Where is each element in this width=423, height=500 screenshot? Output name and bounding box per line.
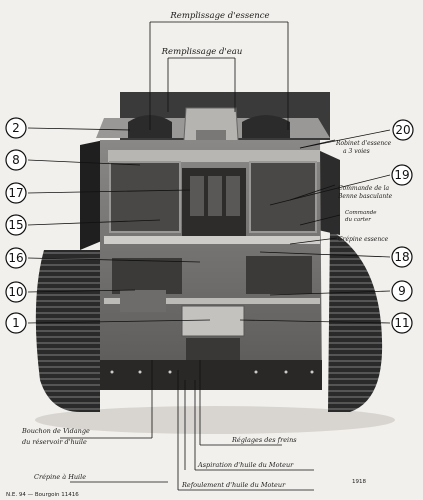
svg-text:20: 20 bbox=[395, 123, 410, 137]
svg-text:19: 19 bbox=[394, 168, 409, 182]
label-commande-line2: Benne basculante bbox=[337, 193, 393, 200]
svg-text:9: 9 bbox=[398, 284, 406, 298]
right-compartment bbox=[249, 161, 317, 233]
callout-18: 18 bbox=[391, 246, 413, 268]
label-bouchon-line2: du réservoir d'huile bbox=[22, 438, 87, 446]
callout-17: 17 bbox=[5, 182, 27, 204]
svg-text:2: 2 bbox=[12, 121, 20, 135]
label-bouchon-line1: Bouchon de Vidange bbox=[21, 427, 90, 435]
callout-10: 10 bbox=[5, 281, 27, 303]
front-panel bbox=[100, 360, 322, 390]
callout-15: 15 bbox=[5, 214, 27, 236]
label-commande-carter-line2: du carter bbox=[345, 217, 371, 223]
label-commande-carter-line1: Commande bbox=[345, 210, 377, 216]
svg-text:11: 11 bbox=[394, 316, 409, 330]
cross-beam bbox=[104, 236, 320, 244]
svg-text:10: 10 bbox=[8, 285, 23, 299]
label-remplissage-eau: Remplissage d'eau bbox=[161, 47, 243, 57]
label-crepine-essence: Crépine essence bbox=[338, 236, 389, 243]
callout-20: 20 bbox=[392, 119, 414, 141]
label-remplissage-essence: Remplissage d'essence bbox=[169, 11, 269, 21]
callout-16: 16 bbox=[5, 247, 27, 269]
ground-shadow bbox=[35, 406, 395, 434]
differential-housing bbox=[181, 305, 245, 337]
callout-8: 8 bbox=[5, 149, 27, 171]
callout-1: 1 bbox=[5, 312, 27, 334]
callout-2: 2 bbox=[5, 117, 27, 139]
label-aspiration-huile: Aspiration d'huile du Moteur bbox=[197, 461, 294, 469]
label-reglage-freins: Réglages des freins bbox=[231, 436, 297, 444]
left-track bbox=[35, 250, 100, 412]
leader-lines bbox=[27, 21, 391, 491]
label-crepine-huile: Crépine à Huile bbox=[34, 473, 86, 481]
svg-text:8: 8 bbox=[12, 153, 20, 167]
right-fender bbox=[318, 150, 340, 235]
right-tank bbox=[242, 115, 290, 138]
callout-9: 9 bbox=[391, 280, 413, 302]
label-commande-line1: Commande de la bbox=[338, 185, 390, 192]
upper-frame bbox=[108, 150, 320, 162]
svg-text:1: 1 bbox=[12, 316, 20, 330]
cross-beam bbox=[104, 298, 320, 304]
svg-text:17: 17 bbox=[8, 186, 23, 200]
label-robinet-line2: a 3 voies bbox=[343, 148, 370, 155]
left-gearbox bbox=[112, 258, 182, 294]
engine-cylinder bbox=[190, 176, 204, 216]
footer-number: 1918 bbox=[352, 479, 366, 485]
engine-cylinder bbox=[226, 176, 240, 216]
footer-reference: N.E. 94 — Bourgoin 11416 bbox=[6, 492, 79, 498]
callout-19: 19 bbox=[391, 164, 413, 186]
rivets bbox=[110, 370, 314, 374]
right-track bbox=[328, 230, 383, 412]
svg-text:16: 16 bbox=[8, 251, 23, 265]
callout-circles: 2 8 17 15 16 10 1 20 19 18 9 11 bbox=[5, 117, 414, 334]
front-gear bbox=[186, 338, 240, 360]
lower-housing bbox=[120, 290, 166, 312]
engine-cylinder bbox=[208, 176, 222, 216]
label-robinet-line1: Robinet d'essence bbox=[335, 140, 392, 147]
right-gearbox bbox=[246, 256, 312, 294]
label-refoulement-huile: Refoulement d'huile du Moteur bbox=[181, 481, 286, 489]
svg-text:15: 15 bbox=[8, 218, 23, 232]
callout-11: 11 bbox=[391, 312, 413, 334]
svg-text:18: 18 bbox=[394, 250, 409, 264]
